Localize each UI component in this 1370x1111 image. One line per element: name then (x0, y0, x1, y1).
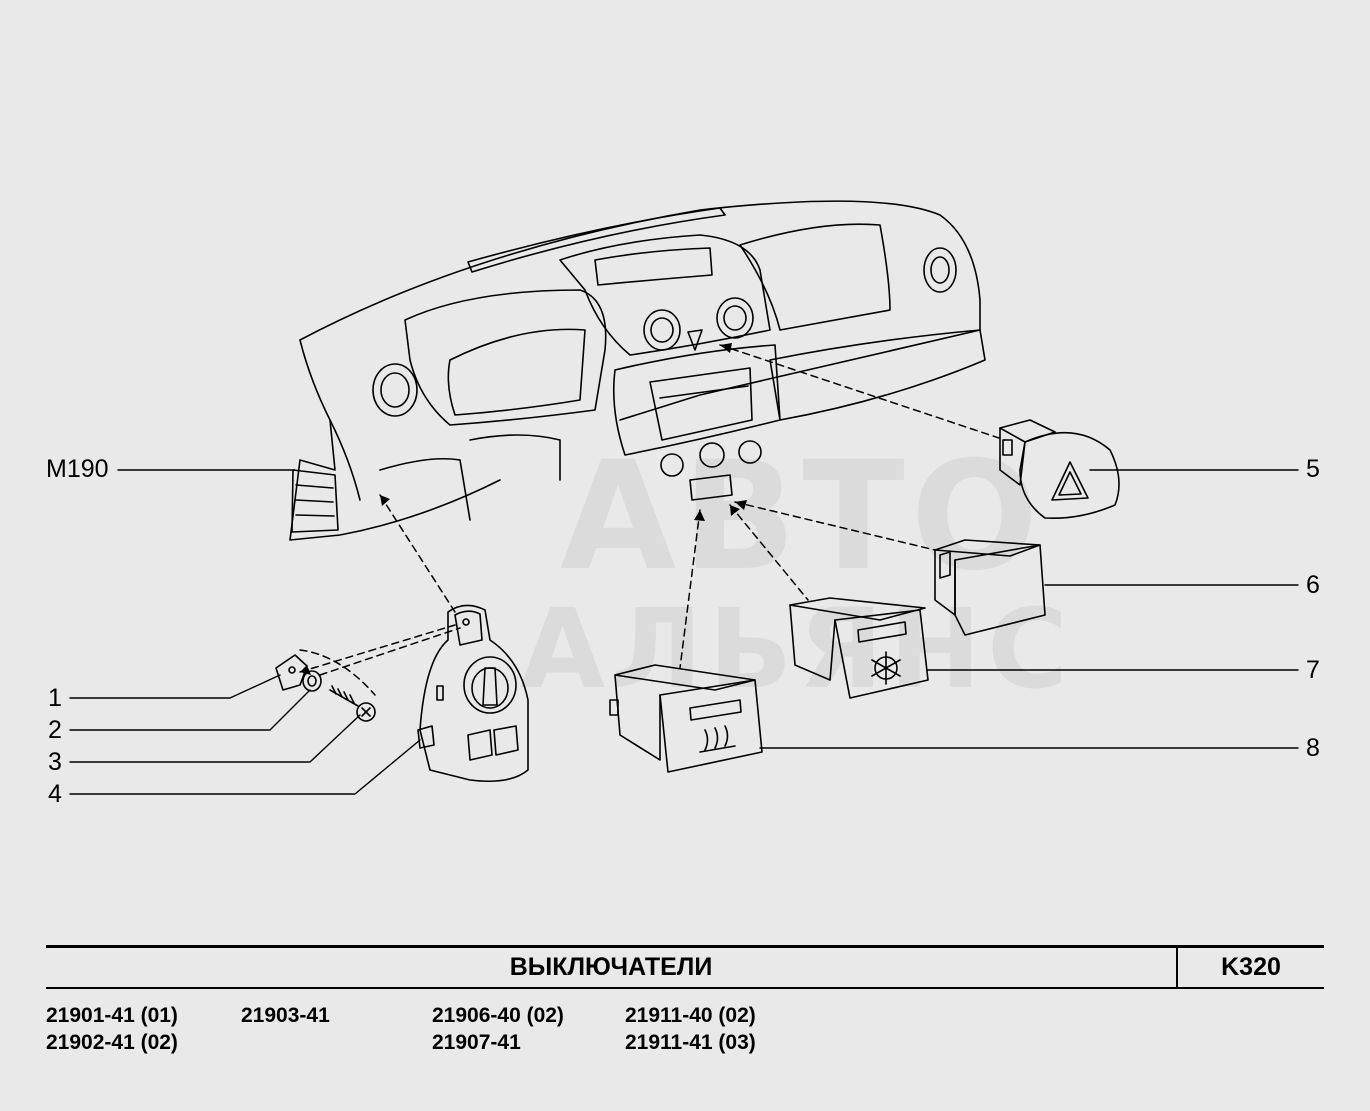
title-block-bottom-rule (46, 987, 1324, 989)
part-1-clip (275, 654, 308, 691)
leader-lines (69, 469, 1299, 795)
assembly-lines (299, 344, 1006, 696)
part-8-defrost-switch (609, 664, 763, 773)
callout-8: 8 (1306, 734, 1320, 762)
title-block-top-rule (46, 945, 1324, 948)
sheet-code: K320 (1221, 953, 1281, 981)
part-7-ac-switch (789, 597, 929, 699)
callout-4: 4 (48, 780, 62, 808)
dashboard-switches-diagram (69, 200, 1299, 795)
callout-1: 1 (48, 684, 62, 712)
model-code: 21903-41 (241, 1004, 330, 1027)
model-code: 21902-41 (02) (46, 1031, 178, 1054)
model-code: 21906-40 (02) (432, 1004, 564, 1027)
callout-5: 5 (1306, 455, 1320, 483)
title-block-divider (1176, 945, 1178, 989)
callout-7: 7 (1306, 656, 1320, 684)
part-4-light-switch (417, 604, 529, 783)
callout-3: 3 (48, 748, 62, 776)
model-code: 21907-41 (432, 1031, 521, 1054)
model-code: 21901-41 (01) (46, 1004, 178, 1027)
part-6-blank-switch (934, 539, 1046, 636)
model-code: 21911-40 (02) (625, 1004, 756, 1027)
assembly-arrowheads (300, 343, 747, 675)
callout-2: 2 (48, 716, 62, 744)
sheet-title: ВЫКЛЮЧАТЕЛИ (509, 953, 713, 981)
dashboard-panel (289, 200, 986, 541)
part-2-washer (302, 670, 322, 692)
part-5-hazard-switch (999, 419, 1120, 520)
model-code: 21911-41 (03) (625, 1031, 756, 1054)
part-3-screw (329, 685, 376, 722)
callout-6: 6 (1306, 571, 1320, 599)
callout-m190: M190 (46, 455, 109, 483)
